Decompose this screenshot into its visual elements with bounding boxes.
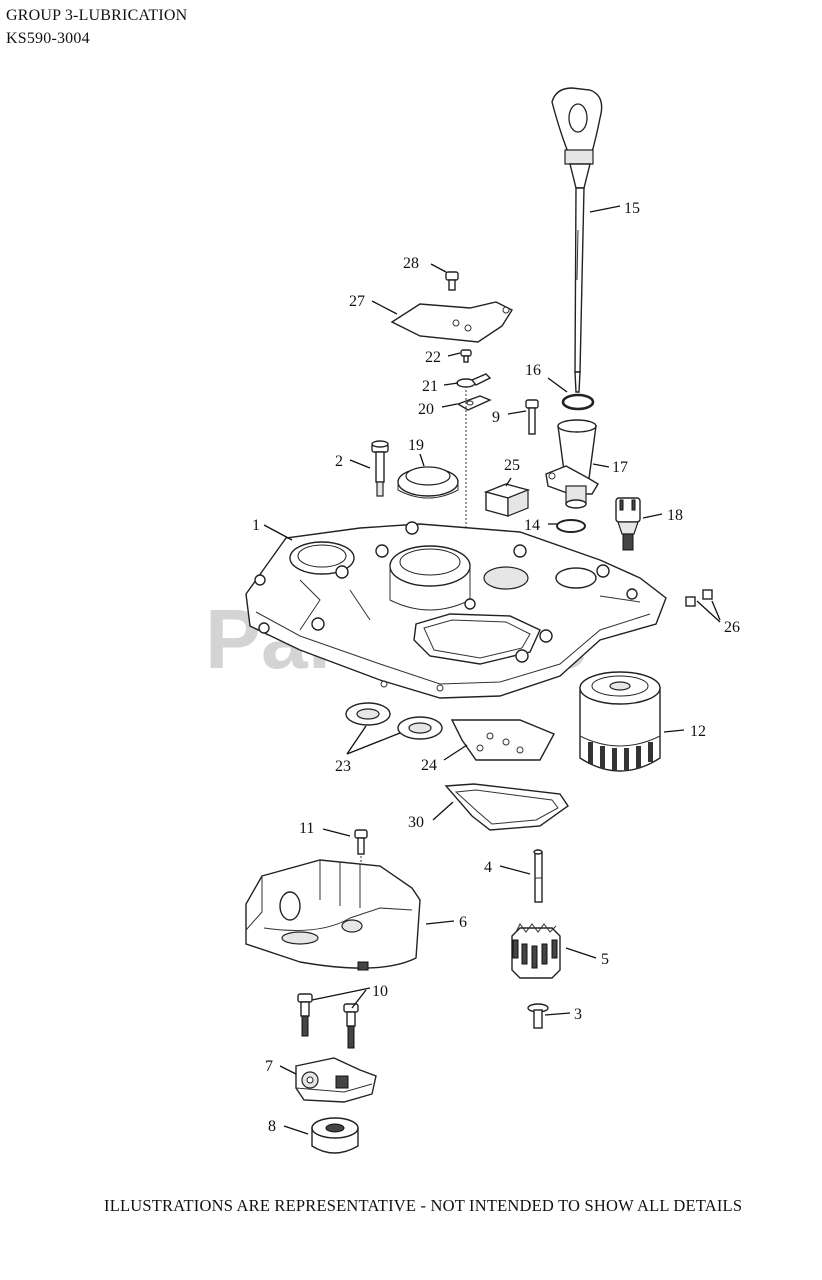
- part-1-crankcase-cover[interactable]: [245, 521, 667, 699]
- callout-28: 28: [403, 255, 419, 272]
- diagram-group-title: GROUP 3-LUBRICATION: [6, 7, 188, 24]
- callout-10: 10: [372, 983, 388, 1000]
- callout-23: 23: [335, 758, 351, 775]
- callout-4: 4: [484, 859, 492, 876]
- callout-leaders: [263, 205, 721, 1135]
- callout-3: 3: [574, 1006, 582, 1023]
- part-9-bolt[interactable]: [525, 399, 539, 435]
- part-25-block[interactable]: [483, 483, 531, 517]
- callout-25: 25: [504, 457, 520, 474]
- part-18-pressure-switch[interactable]: [615, 497, 641, 551]
- callout-19: 19: [408, 437, 424, 454]
- callout-labels: 28 27 22 21 20 9 16 15 17 14 18 2 19 25 …: [252, 200, 740, 1135]
- callout-26: 26: [724, 619, 740, 636]
- part-28-screw[interactable]: [445, 271, 459, 291]
- callout-27: 27: [349, 293, 365, 310]
- part-19-oil-seal[interactable]: [397, 466, 459, 499]
- part-20-washer[interactable]: [456, 395, 492, 411]
- part-27-cover-plate[interactable]: [390, 301, 514, 343]
- callout-21: 21: [422, 378, 438, 395]
- part-23-bearings[interactable]: [345, 702, 443, 740]
- part-12-oil-filter[interactable]: [579, 671, 661, 772]
- callout-14: 14: [524, 517, 540, 534]
- part-15-dipstick[interactable]: [551, 87, 603, 393]
- part-21-washer[interactable]: [456, 373, 492, 388]
- callout-6: 6: [459, 914, 467, 931]
- callout-16: 16: [525, 362, 541, 379]
- model-number: KS590-3004: [6, 30, 90, 47]
- disclaimer-footer: ILLUSTRATIONS ARE REPRESENTATIVE - NOT I…: [104, 1196, 743, 1215]
- callout-22: 22: [425, 349, 441, 366]
- callout-7: 7: [265, 1058, 273, 1075]
- part-14-o-ring[interactable]: [556, 519, 586, 533]
- callout-24: 24: [421, 757, 437, 774]
- callout-18: 18: [667, 507, 683, 524]
- callout-2: 2: [335, 453, 343, 470]
- callout-9: 9: [492, 409, 500, 426]
- callout-5: 5: [601, 951, 609, 968]
- part-10-bolts[interactable]: [297, 993, 359, 1049]
- part-6-oil-pan[interactable]: [245, 859, 421, 971]
- part-16-o-ring[interactable]: [561, 393, 595, 411]
- part-7-oil-pump[interactable]: [295, 1057, 377, 1103]
- part-2-bolt[interactable]: [371, 440, 389, 497]
- callout-12: 12: [690, 723, 706, 740]
- callout-20: 20: [418, 401, 434, 418]
- part-3-pin[interactable]: [527, 1003, 549, 1029]
- part-4-shaft-pin[interactable]: [533, 849, 543, 903]
- callout-17: 17: [612, 459, 628, 476]
- part-24-plate[interactable]: [450, 719, 555, 761]
- callout-11: 11: [299, 820, 314, 837]
- callout-8: 8: [268, 1118, 276, 1135]
- part-17-dipstick-tube[interactable]: [545, 419, 599, 509]
- part-5-gear[interactable]: [511, 923, 561, 979]
- exploded-parts-diagram: PartsTree: [205, 87, 740, 1154]
- part-30-gasket[interactable]: [444, 783, 569, 831]
- part-22-screw[interactable]: [460, 349, 472, 363]
- callout-30: 30: [408, 814, 424, 831]
- callout-1: 1: [252, 517, 260, 534]
- part-11-screw[interactable]: [354, 829, 368, 855]
- callout-15: 15: [624, 200, 640, 217]
- part-26-plugs[interactable]: [685, 589, 713, 607]
- part-8-oil-pump-rotor[interactable]: [311, 1117, 359, 1154]
